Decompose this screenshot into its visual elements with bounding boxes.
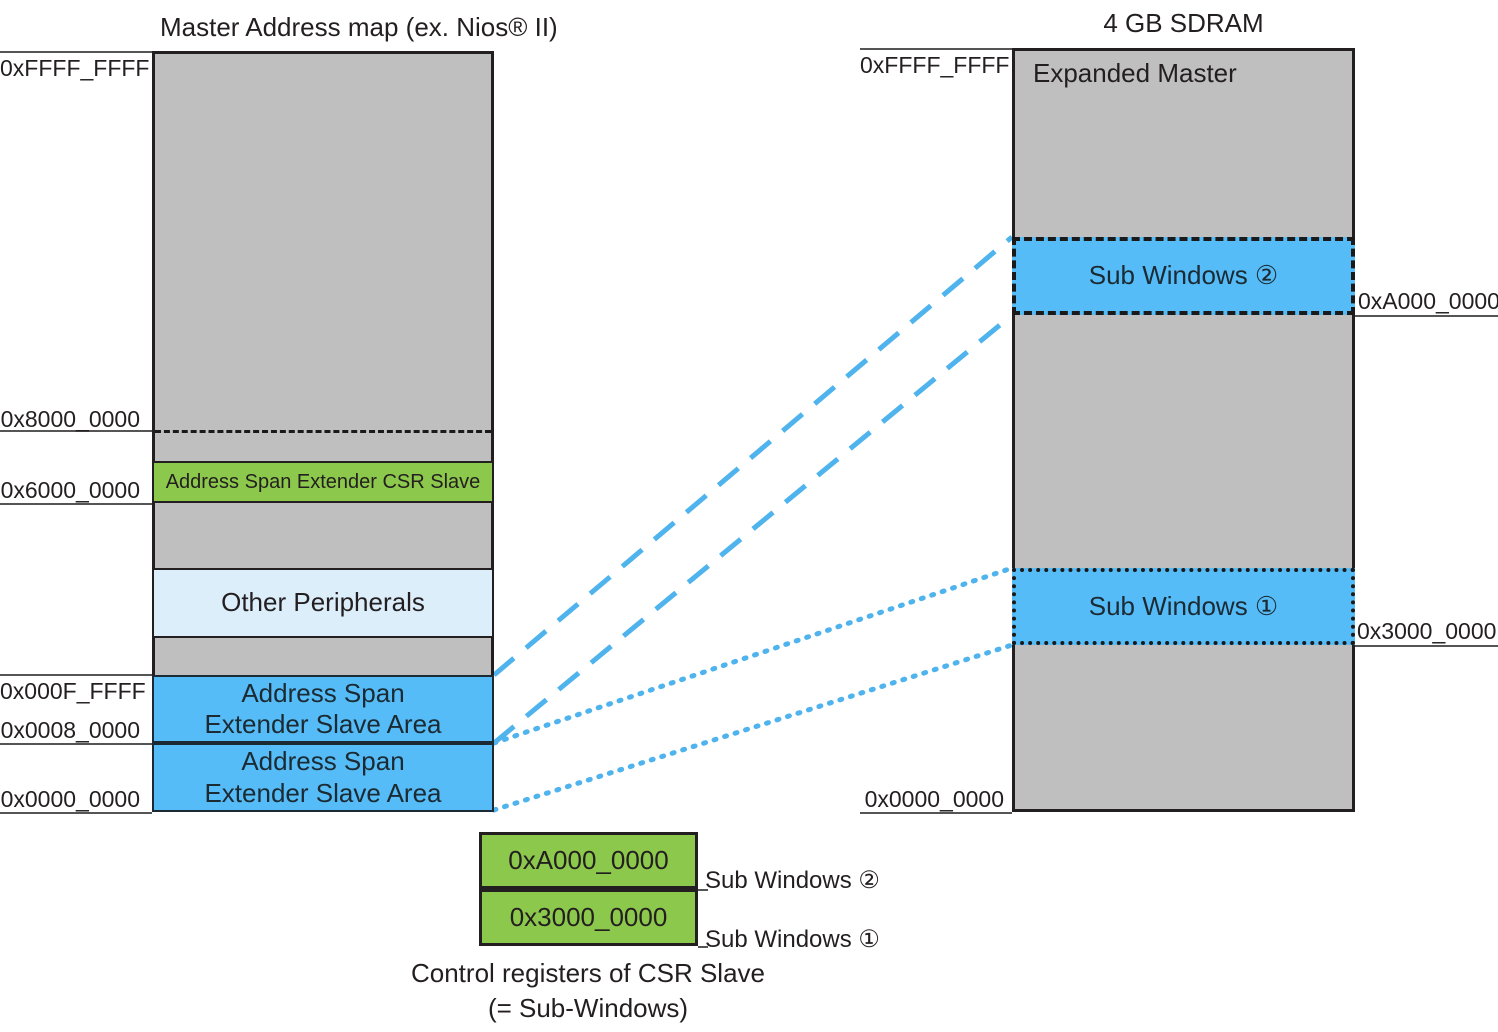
leader-right-0x30000000 xyxy=(1355,645,1498,647)
block-slave-area-lower[interactable]: Address Span Extender Slave Area xyxy=(152,743,494,812)
addr-right-0x00000000: 0x0000_0000 xyxy=(864,786,1004,812)
leader-left-0x00000000 xyxy=(0,812,152,814)
leader-csr-row-0 xyxy=(698,889,708,891)
leader-csr-row-1 xyxy=(698,946,708,948)
leader-right-0x00000000 xyxy=(860,812,1012,814)
leader-left-0x000FFFFF xyxy=(0,674,152,676)
addr-left-0x60000000: 0x6000_0000 xyxy=(0,477,140,503)
block-sub-windows-1[interactable]: Sub Windows ① xyxy=(1012,568,1355,645)
slave-area-upper-line2: Extender Slave Area xyxy=(204,709,442,739)
connector-dotted-top xyxy=(491,565,1015,746)
slave-area-upper-line1: Address Span xyxy=(241,677,405,708)
leader-left-0xFFFFFFFF xyxy=(0,51,152,53)
addr-left-0x000FFFFF: 0x000F_FFFF xyxy=(0,678,146,704)
addr-right-0x30000000: 0x3000_0000 xyxy=(1357,618,1497,644)
block-expanded-master[interactable]: Expanded Master xyxy=(1033,58,1237,89)
slave-area-lower-line2: Extender Slave Area xyxy=(204,777,442,808)
leader-left-0x60000000 xyxy=(0,503,152,505)
csr-register-row-1[interactable]: 0x3000_0000 xyxy=(479,889,698,946)
leader-right-0xFFFFFFFF xyxy=(860,48,1012,50)
csr-caption-line2: (= Sub-Windows) xyxy=(487,993,689,1024)
csr-note-row-0: Sub Windows ② xyxy=(705,867,880,894)
leader-right-0xA0000000 xyxy=(1355,315,1498,317)
block-slave-area-upper[interactable]: Address Span Extender Slave Area xyxy=(152,675,494,743)
csr-caption-line1: Control registers of CSR Slave xyxy=(410,958,766,988)
boundary-0x8000_0000-dashdot xyxy=(155,430,491,433)
addr-left-0x00000000: 0x0000_0000 xyxy=(0,786,140,812)
leader-left-0x80000000 xyxy=(0,430,152,432)
addr-left-0x80000000: 0x8000_0000 xyxy=(0,406,140,432)
block-other-peripherals[interactable]: Other Peripherals xyxy=(152,568,494,638)
addr-right-0xA0000000: 0xA000_0000 xyxy=(1358,288,1498,314)
block-csr-slave[interactable]: Address Span Extender CSR Slave xyxy=(152,461,494,503)
csr-note-row-1: Sub Windows ① xyxy=(705,926,880,953)
left-column-title: Master Address map (ex. Nios® II) xyxy=(160,12,558,42)
addr-left-0xFFFFFFFF: 0xFFFF_FFFF xyxy=(0,55,150,81)
sdram-column xyxy=(1012,48,1355,812)
csr-register-row-0[interactable]: 0xA000_0000 xyxy=(479,832,698,889)
block-sub-windows-2[interactable]: Sub Windows ② xyxy=(1012,237,1355,315)
right-column-title: 4 GB SDRAM xyxy=(1103,8,1264,38)
leader-left-0x00080000 xyxy=(0,743,152,745)
csr-caption: Control registers of CSR Slave (= Sub-Wi… xyxy=(308,956,868,1026)
connector-dashed-bottom xyxy=(492,313,1014,745)
connector-dashed-top xyxy=(492,235,1014,677)
addr-right-0xFFFFFFFF: 0xFFFF_FFFF xyxy=(860,52,1010,78)
addr-left-0x00080000: 0x0008_0000 xyxy=(0,717,140,743)
slave-area-lower-line1: Address Span xyxy=(241,746,405,777)
